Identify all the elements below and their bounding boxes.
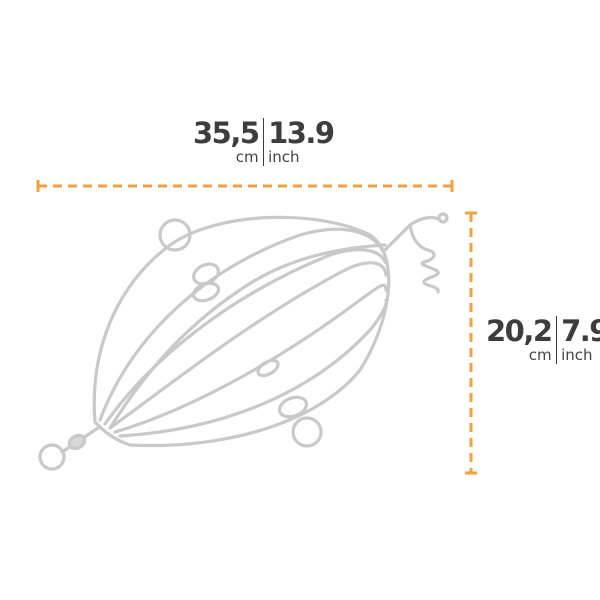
wire-grill-basket-icon (38, 212, 449, 471)
width-metric-value: 35,5 (193, 116, 260, 150)
width-dimension-line (36, 180, 454, 192)
height-metric-value: 20,2 (486, 314, 553, 348)
width-dimension-label: 35,5 cm 13.9 inch (193, 116, 335, 166)
width-separator (262, 118, 265, 166)
height-separator (555, 316, 558, 364)
height-dimension-line (465, 211, 477, 475)
height-metric-unit: cm (528, 346, 552, 364)
height-imperial-value: 7.9 (561, 314, 600, 348)
height-dimension-label: 20,2 cm 7.9 inch (486, 316, 600, 364)
width-imperial-unit: inch (268, 148, 300, 166)
width-imperial-value: 13.9 (268, 116, 335, 150)
width-metric-unit: cm (235, 148, 259, 166)
height-imperial-unit: inch (561, 346, 593, 364)
